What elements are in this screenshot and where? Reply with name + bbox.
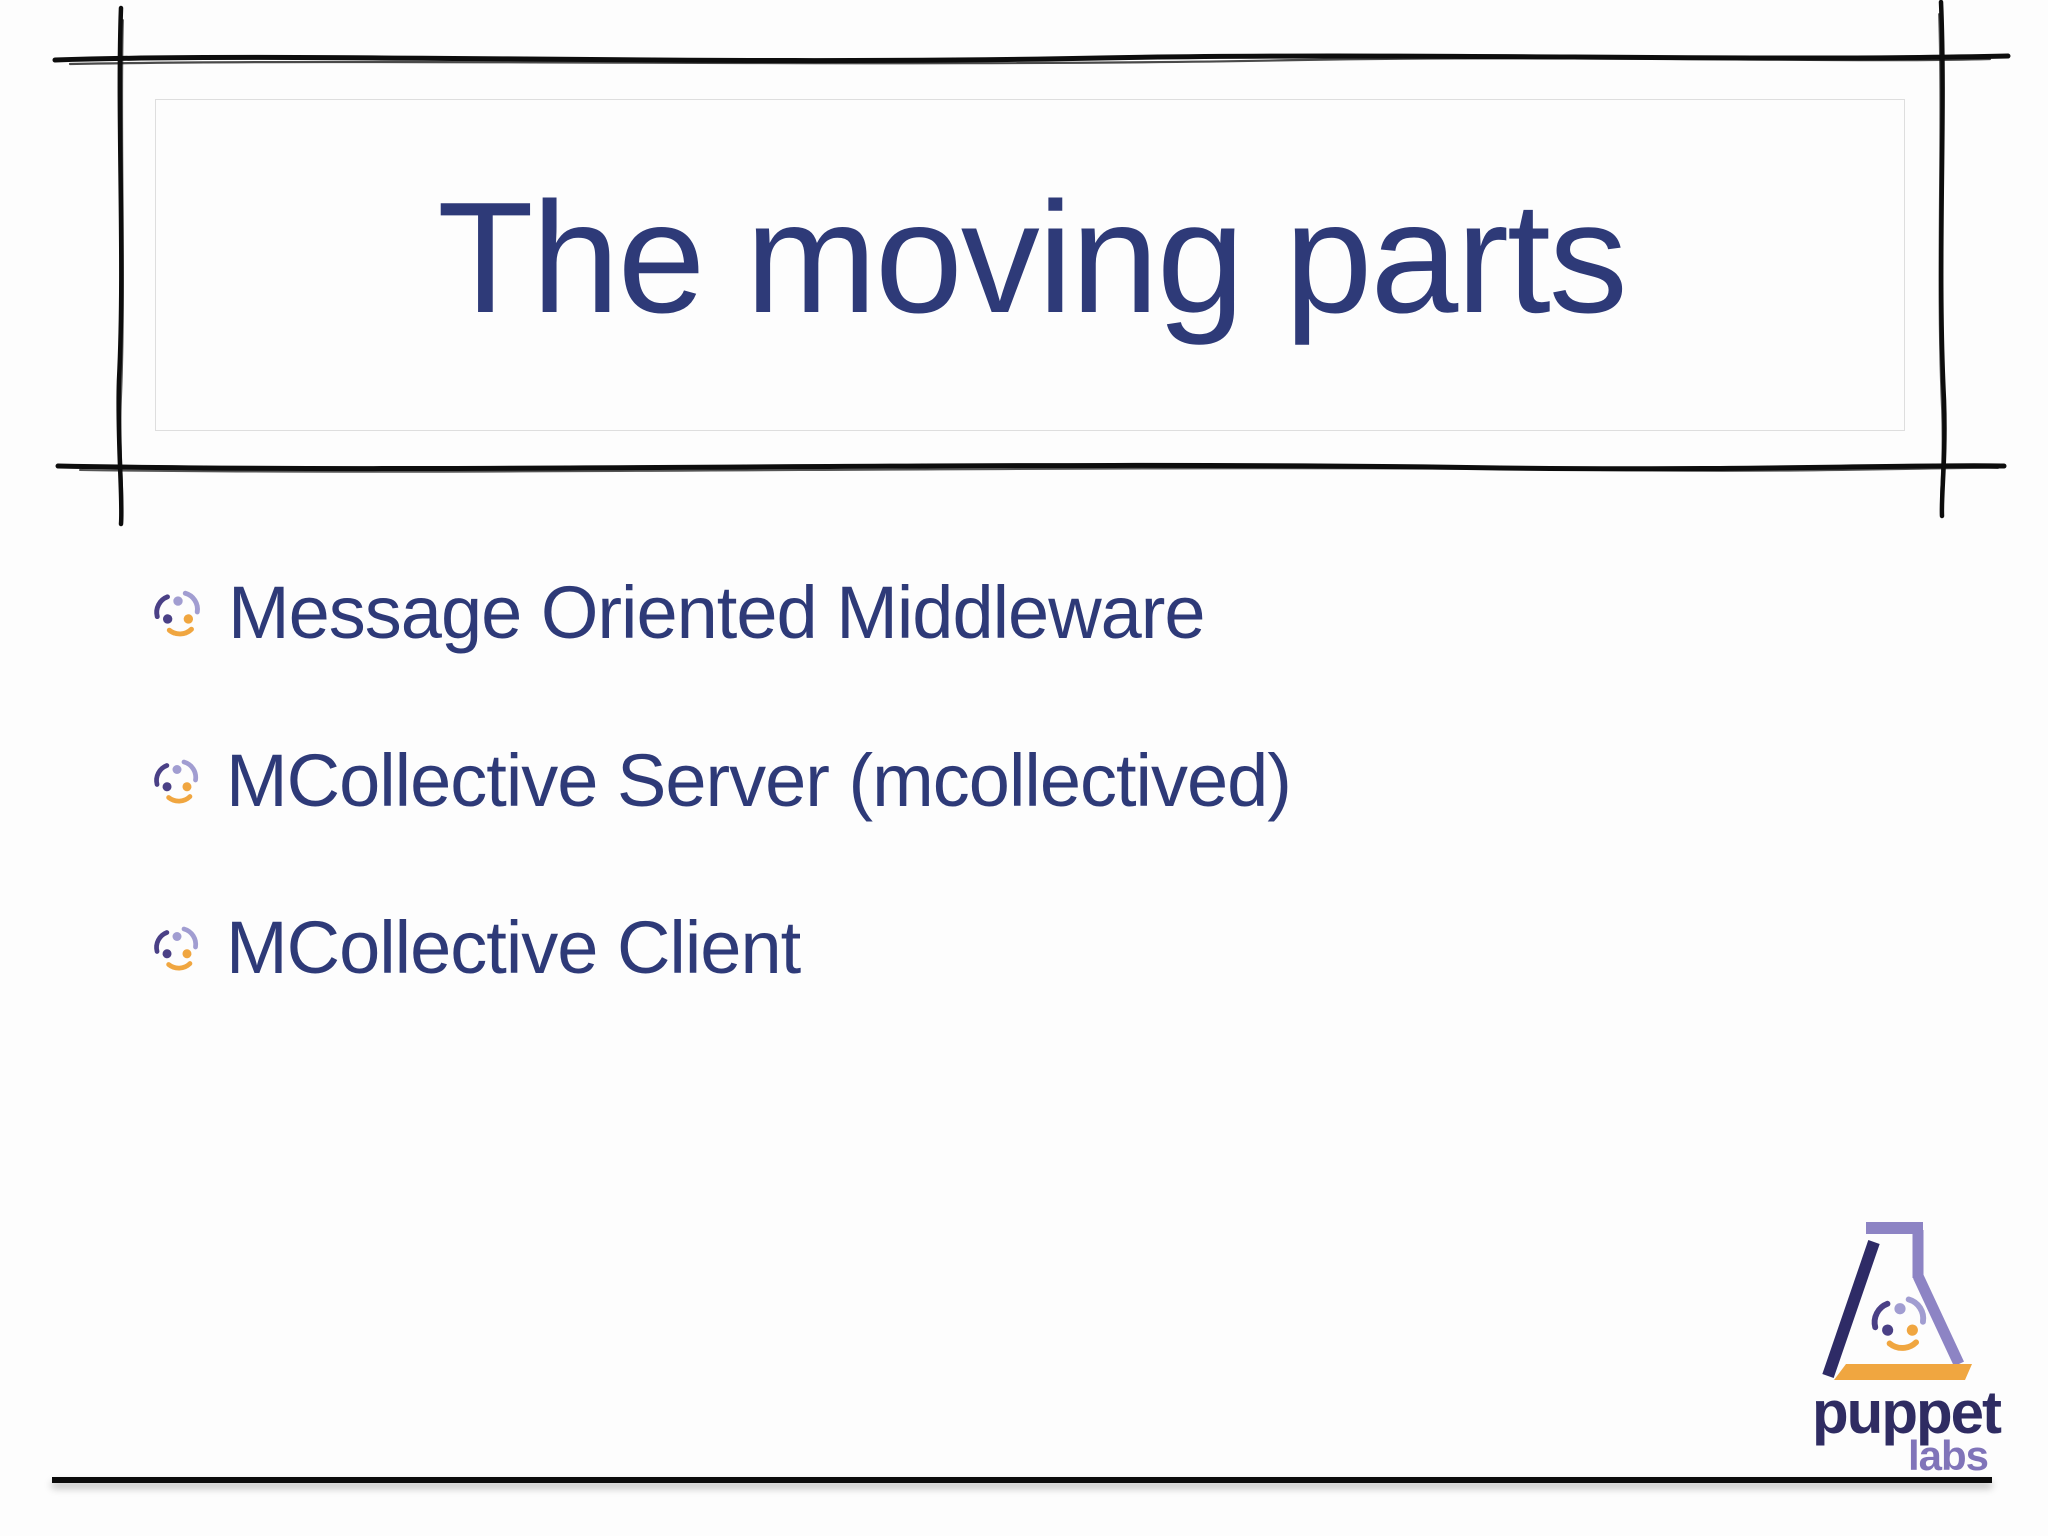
bottom-divider-line	[52, 1477, 1992, 1483]
mcollective-icon	[152, 923, 202, 973]
bullet-item: MCollective Client	[152, 909, 1652, 987]
logo-subbrand-text: labs	[1907, 1432, 1989, 1479]
bullet-item: MCollective Server (mcollectived)	[152, 738, 1652, 822]
bullet-item: Message Oriented Middleware	[152, 574, 1652, 652]
logo-brand-text: puppet	[1812, 1379, 2002, 1446]
bullet-label: MCollective Server (mcollectived)	[226, 738, 1292, 822]
bullet-label: Message Oriented Middleware	[228, 571, 1206, 654]
sketch-frame	[52, 0, 2011, 527]
mcollective-icon	[152, 587, 204, 639]
bullet-label: MCollective Client	[226, 906, 801, 990]
title-placeholder-border	[155, 99, 1905, 431]
puppet-labs-logo: puppet labs	[1810, 1218, 2010, 1483]
mcollective-icon	[152, 756, 202, 806]
slide-title: The moving parts	[437, 170, 1628, 346]
bullet-list: Message Oriented Middleware MCollective …	[152, 574, 1652, 1077]
puppet-labs-flask-icon	[1822, 1222, 1972, 1380]
